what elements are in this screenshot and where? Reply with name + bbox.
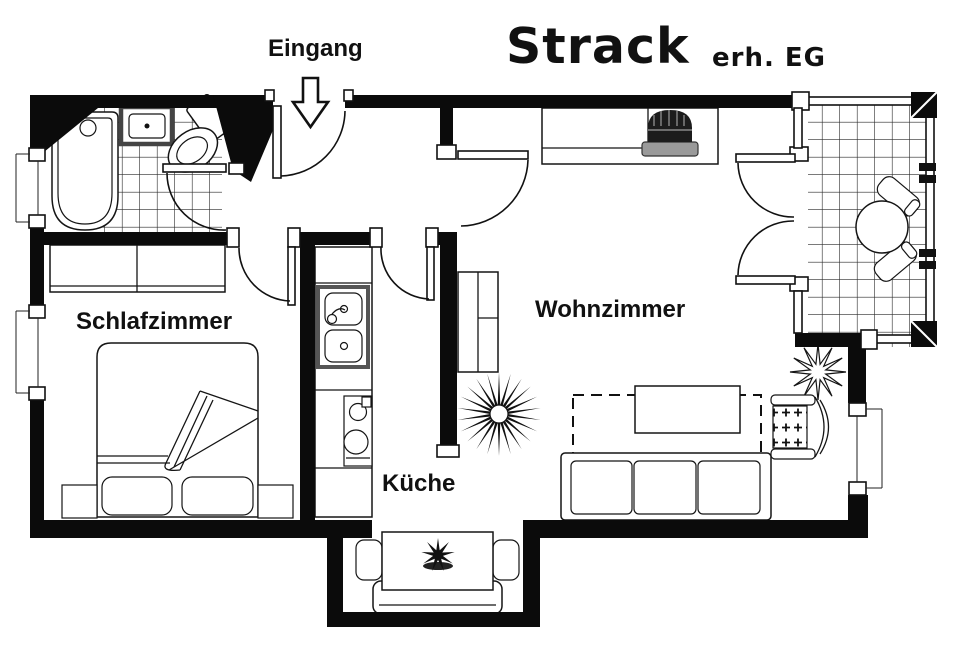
walls xyxy=(30,95,870,627)
door-jamb xyxy=(287,227,301,248)
stove xyxy=(343,395,373,467)
bathroom-corner-wall xyxy=(213,95,273,182)
railing-connector xyxy=(919,163,936,269)
alcove-wall-bottom xyxy=(327,612,540,627)
bathtub-drain xyxy=(79,119,97,137)
bedroom-door xyxy=(238,246,296,306)
wall-top-right xyxy=(345,95,795,108)
alcove-wall-right xyxy=(523,520,540,627)
entrance-arrow-icon xyxy=(290,76,331,130)
wall-bottom-left xyxy=(30,520,372,538)
balcony-table xyxy=(855,200,909,254)
balcony-glazing xyxy=(793,107,803,149)
wall-kitchen-living xyxy=(440,232,457,448)
door-jamb xyxy=(425,227,439,248)
sofa-cushion xyxy=(570,460,633,515)
balcony-chair xyxy=(873,241,918,282)
alcove-table xyxy=(381,531,494,591)
wall-left xyxy=(30,400,44,520)
entrance-door xyxy=(272,105,346,179)
door-jamb xyxy=(226,227,240,248)
bathroom-sink xyxy=(118,103,175,147)
appliance-dome xyxy=(641,110,699,157)
wall-right xyxy=(848,345,866,403)
balcony-french-doors xyxy=(735,153,796,285)
nightstand xyxy=(257,484,294,519)
bedroom-window xyxy=(15,304,46,401)
door-jamb xyxy=(343,89,354,102)
plan-title: Strack xyxy=(506,18,690,75)
wall-balcony-bottom xyxy=(795,333,870,347)
table-plant-icon xyxy=(421,538,455,571)
nightstand xyxy=(61,484,98,519)
wall-left xyxy=(30,228,44,305)
living-room-door xyxy=(457,150,529,227)
door-jamb xyxy=(228,162,245,175)
wall-end-cap xyxy=(436,444,460,458)
sofa xyxy=(560,452,772,521)
label-bedroom: Schlafzimmer xyxy=(76,308,232,335)
double-bed xyxy=(96,342,259,518)
door-jamb xyxy=(369,227,383,248)
blanket-fold xyxy=(97,390,259,471)
bathroom-door xyxy=(162,163,227,231)
wall-left xyxy=(30,95,44,148)
wall-bathroom-bedroom xyxy=(30,232,236,245)
doors xyxy=(162,105,796,306)
alcove-chair xyxy=(492,539,520,581)
balcony xyxy=(807,91,938,348)
wall-corner-chamfer xyxy=(44,108,98,152)
coffee-table xyxy=(634,385,741,434)
kitchen-door xyxy=(380,246,435,301)
kitchen xyxy=(314,246,373,518)
armchair xyxy=(770,394,830,460)
door-jamb xyxy=(264,89,275,102)
wall-bedroom-kitchen xyxy=(300,245,315,520)
wall-top-left xyxy=(30,95,270,108)
label-kitchen: Küche xyxy=(382,470,455,497)
faucet-icon xyxy=(326,313,338,325)
wall-hall-living xyxy=(440,95,453,148)
kitchen-sink xyxy=(316,285,370,369)
sofa-cushion xyxy=(697,460,761,515)
living-room xyxy=(457,107,847,521)
pillow xyxy=(181,476,254,516)
wall-right xyxy=(848,495,868,538)
label-living-room: Wohnzimmer xyxy=(535,296,685,323)
plan-title-suffix: erh. EG xyxy=(712,43,826,73)
wardrobe xyxy=(49,244,226,293)
bedroom xyxy=(49,244,294,519)
wall-hall-bottom xyxy=(292,232,377,245)
alcove-chair xyxy=(355,539,383,581)
sofa-cushion xyxy=(633,460,697,515)
wall-end-cap xyxy=(436,144,457,160)
label-entrance: Eingang xyxy=(268,35,363,62)
alcove-wall-left xyxy=(327,532,343,627)
balcony-railing xyxy=(807,91,938,348)
dining-alcove xyxy=(355,531,520,615)
potted-plant-large xyxy=(457,372,541,456)
wall-end-cap xyxy=(860,329,878,350)
tall-cabinet xyxy=(457,271,499,373)
windows xyxy=(15,89,883,496)
balcony-glazing xyxy=(793,290,803,334)
wall-bottom-right xyxy=(523,520,868,538)
living-room-window xyxy=(848,402,883,496)
bathroom-window xyxy=(15,147,46,229)
pillow xyxy=(101,476,173,516)
corner-plant-icon xyxy=(789,343,847,401)
